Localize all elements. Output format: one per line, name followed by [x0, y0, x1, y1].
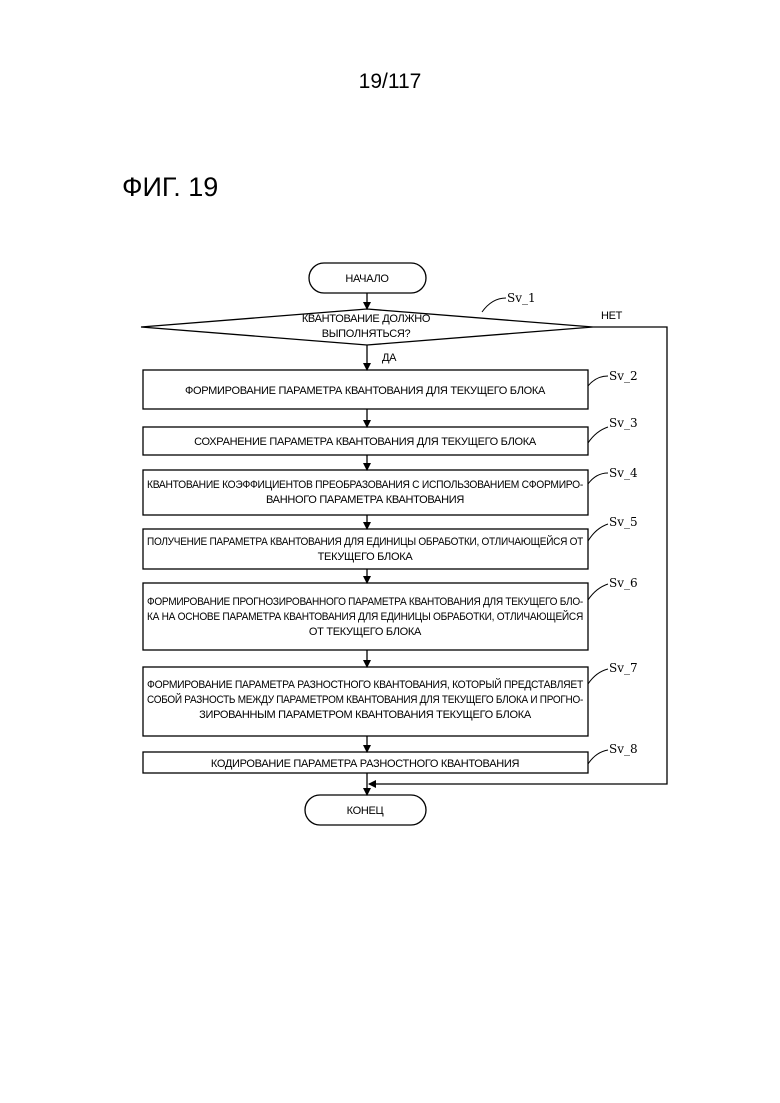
- step-sv7-line-1: ФОРМИРОВАНИЕ ПАРАМЕТРА РАЗНОСТНОГО КВАНТ…: [147, 678, 584, 691]
- decision-yes-label: ДА: [382, 352, 397, 364]
- ref-label-sv2: Sv_2: [609, 369, 638, 383]
- decision-line-1: КВАНТОВАНИЕ ДОЛЖНО: [302, 313, 431, 325]
- step-sv8-line-1: КОДИРОВАНИЕ ПАРАМЕТРА РАЗНОСТНОГО КВАНТО…: [211, 758, 520, 770]
- step-sv5-line-1: ПОЛУЧЕНИЕ ПАРАМЕТРА КВАНТОВАНИЯ ДЛЯ ЕДИН…: [147, 535, 584, 548]
- ref-label-sv8: Sv_8: [609, 742, 638, 756]
- end-label: КОНЕЦ: [347, 805, 384, 817]
- step-sv6-line-1: ФОРМИРОВАНИЕ ПРОГНОЗИРОВАННОГО ПАРАМЕТРА…: [147, 596, 584, 608]
- step-sv3-line-1: СОХРАНЕНИЕ ПАРАМЕТРА КВАНТОВАНИЯ ДЛЯ ТЕК…: [194, 436, 537, 448]
- step-sv7-line-2: СОБОЙ РАЗНОСТЬ МЕЖДУ ПАРАМЕТРОМ КВАНТОВА…: [147, 693, 584, 706]
- step-sv4-line-1: КВАНТОВАНИЕ КОЭФФИЦИЕНТОВ ПРЕОБРАЗОВАНИЯ…: [147, 479, 584, 491]
- step-box-sv5: [143, 529, 588, 569]
- step-box-sv4: [143, 470, 588, 515]
- step-sv6-line-2: КА НА ОСНОВЕ ПАРАМЕТРА КВАНТОВАНИЯ ДЛЯ Е…: [147, 610, 583, 623]
- ref-label-sv3: Sv_3: [609, 416, 638, 430]
- step-sv6-line-3: ОТ ТЕКУЩЕГО БЛОКА: [309, 626, 422, 638]
- step-sv7-line-3: ЗИРОВАННЫМ ПАРАМЕТРОМ КВАНТОВАНИЯ ТЕКУЩЕ…: [199, 709, 532, 721]
- step-sv5-line-2: ТЕКУЩЕГО БЛОКА: [318, 551, 414, 563]
- decision-no-label: НЕТ: [601, 310, 623, 322]
- ref-label-sv5: Sv_5: [609, 515, 638, 529]
- ref-label-sv1: Sv_1: [507, 291, 536, 305]
- ref-label-sv4: Sv_4: [609, 466, 638, 480]
- start-label: НАЧАЛО: [345, 273, 389, 285]
- step-sv2-line-1: ФОРМИРОВАНИЕ ПАРАМЕТРА КВАНТОВАНИЯ ДЛЯ Т…: [185, 385, 546, 397]
- decision-line-2: ВЫПОЛНЯТЬСЯ?: [322, 328, 411, 340]
- step-sv4-line-2: ВАННОГО ПАРАМЕТРА КВАНТОВАНИЯ: [266, 494, 464, 506]
- ref-label-sv6: Sv_6: [609, 576, 638, 590]
- ref-label-sv7: Sv_7: [609, 661, 638, 675]
